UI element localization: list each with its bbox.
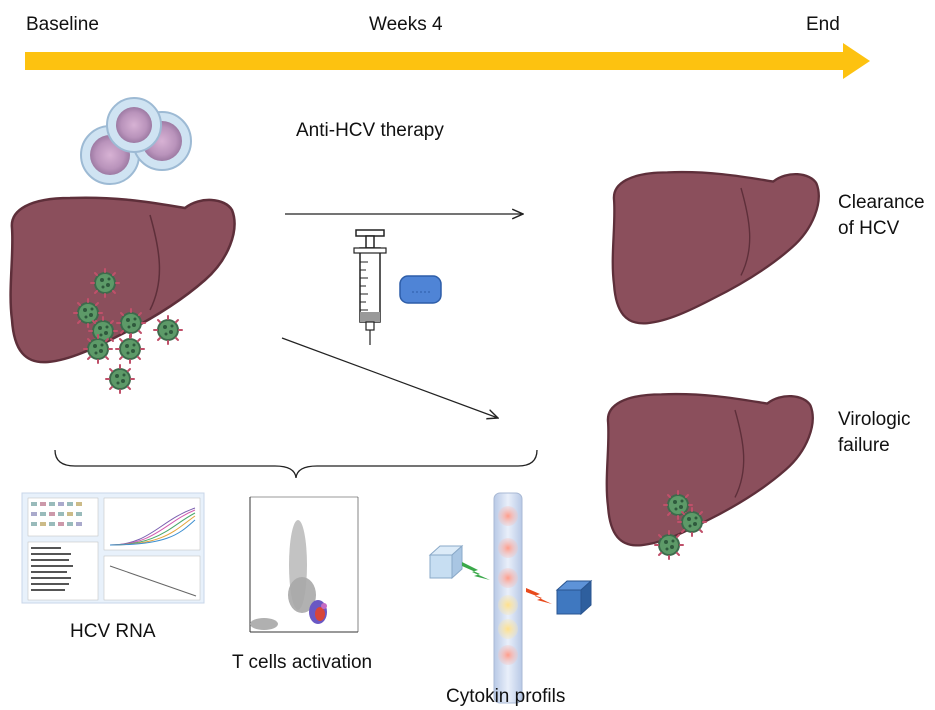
pill-icon — [399, 275, 442, 304]
arrow-to-failure — [281, 337, 498, 418]
immune-cell-icon — [80, 97, 192, 185]
timeline-arrow — [25, 43, 870, 79]
failure-label: Virologic failure — [838, 409, 911, 456]
cytokine-profile-label: Cytokin profils — [446, 686, 566, 707]
timeline-end-label: End — [806, 14, 840, 35]
flow-cytometry-plot — [240, 493, 360, 633]
clearance-liver-icon — [611, 170, 820, 325]
cytokine-cube-icon — [428, 544, 490, 580]
cytokine-cube-icon — [526, 579, 593, 616]
cytokine-array-icon — [493, 492, 523, 704]
clearance-label: Clearance of HCV — [838, 192, 925, 239]
failure-liver-icon — [605, 392, 814, 547]
baseline-liver-icon — [9, 196, 236, 364]
timeline-start-label: Baseline — [26, 14, 99, 35]
syringe-icon — [353, 229, 387, 345]
t-cell-activation-label: T cells activation — [232, 652, 373, 673]
timeline-middle-label: Weeks 4 — [369, 14, 443, 35]
qpcr-panel — [21, 492, 205, 604]
grouping-bracket — [54, 449, 538, 479]
therapy-label: Anti-HCV therapy — [296, 120, 444, 141]
hcv-rna-label: HCV RNA — [70, 621, 156, 642]
